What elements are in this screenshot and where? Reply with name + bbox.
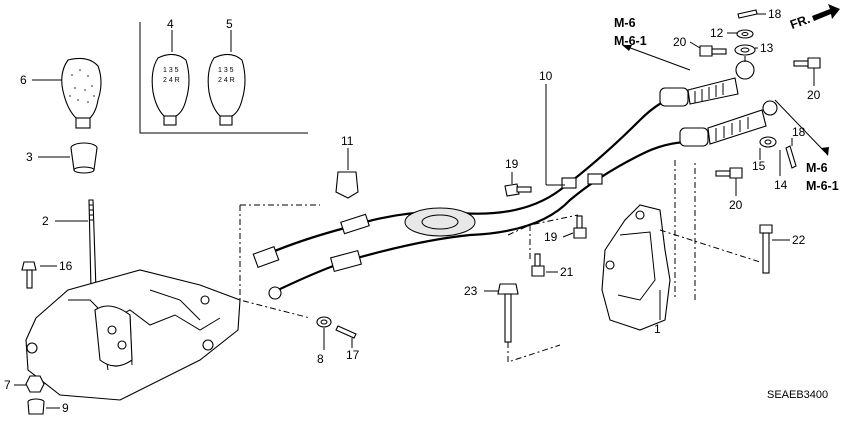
callout-16: 16 bbox=[59, 259, 73, 273]
front-arrow-icon bbox=[812, 4, 840, 21]
bolt-16 bbox=[21, 261, 37, 289]
callout-10: 10 bbox=[539, 69, 553, 83]
callout-1: 1 bbox=[654, 322, 661, 336]
diagram-code: SEAEB3400 bbox=[767, 389, 828, 401]
cable-bracket-1 bbox=[601, 204, 671, 331]
collar-9 bbox=[27, 398, 45, 415]
ref-arrow-right bbox=[774, 99, 826, 153]
callout-5: 5 bbox=[226, 17, 233, 31]
callout-20a: 20 bbox=[673, 35, 687, 49]
washer-8 bbox=[316, 316, 332, 328]
knob-box-frame bbox=[139, 22, 308, 134]
svg-text:2 4 R: 2 4 R bbox=[163, 77, 180, 84]
bolt-20-lower bbox=[715, 167, 743, 179]
svg-text:1 3 5: 1 3 5 bbox=[218, 67, 234, 74]
bolt-19-lower bbox=[573, 215, 587, 239]
bolt-23 bbox=[497, 283, 519, 343]
bushing-13 bbox=[734, 44, 756, 56]
shift-housing bbox=[25, 269, 241, 401]
callout-11: 11 bbox=[341, 134, 354, 148]
cotter-pin-17 bbox=[335, 325, 357, 339]
callout-2: 2 bbox=[42, 214, 49, 228]
cotter-pin-18-right bbox=[785, 145, 797, 169]
ref-right-m6: M-6 bbox=[806, 161, 828, 175]
callout-3: 3 bbox=[26, 150, 33, 164]
bolt-19-upper bbox=[504, 183, 532, 197]
shift-knob-5: 1 3 5 2 4 R bbox=[207, 53, 246, 126]
callout-13: 13 bbox=[760, 41, 774, 55]
ref-arrow-top bbox=[624, 45, 691, 71]
shift-knob-4: 1 3 5 2 4 R bbox=[151, 53, 190, 126]
shift-knob-6 bbox=[61, 57, 102, 129]
callout-8: 8 bbox=[317, 352, 324, 366]
callout-14: 14 bbox=[774, 178, 788, 192]
nut-7 bbox=[25, 375, 45, 393]
bolt-21 bbox=[531, 253, 545, 277]
callout-21: 21 bbox=[560, 265, 574, 279]
callout-15: 15 bbox=[752, 159, 766, 173]
callout-6: 6 bbox=[20, 73, 27, 87]
callout-17: 17 bbox=[346, 348, 360, 362]
callout-19a: 19 bbox=[505, 157, 519, 171]
callout-20c: 20 bbox=[729, 198, 743, 212]
bolt-20-top-right bbox=[793, 57, 821, 69]
svg-text:1 3 5: 1 3 5 bbox=[163, 67, 179, 74]
callout-19b: 19 bbox=[544, 230, 558, 244]
svg-text:FR.: FR. bbox=[788, 12, 812, 32]
bolt-20-top-left bbox=[699, 45, 727, 57]
cable-clip-11 bbox=[335, 171, 359, 199]
callout-7: 7 bbox=[4, 378, 11, 392]
svg-text:2 4 R: 2 4 R bbox=[218, 77, 235, 84]
front-direction-indicator: FR. bbox=[788, 4, 840, 32]
ref-right-m6-1: M-6-1 bbox=[806, 179, 839, 193]
callout-23: 23 bbox=[464, 284, 478, 298]
callout-18b: 18 bbox=[792, 125, 806, 139]
ref-top-m6: M-6 bbox=[614, 16, 636, 30]
callout-20b: 20 bbox=[807, 88, 821, 102]
callout-9: 9 bbox=[62, 401, 69, 415]
shift-cable-assembly-10 bbox=[252, 60, 778, 300]
washer-12 bbox=[736, 29, 754, 39]
callout-4: 4 bbox=[167, 17, 174, 31]
shift-boot-3 bbox=[70, 142, 98, 174]
callout-12: 12 bbox=[710, 26, 724, 40]
ref-top-m6-1: M-6-1 bbox=[614, 34, 647, 48]
washer-15 bbox=[759, 136, 777, 148]
callout-18a: 18 bbox=[768, 7, 782, 21]
bolt-22 bbox=[759, 224, 773, 274]
callout-22: 22 bbox=[792, 233, 806, 247]
cotter-pin-18-top bbox=[737, 9, 758, 19]
cable-bracket-left bbox=[239, 205, 311, 319]
